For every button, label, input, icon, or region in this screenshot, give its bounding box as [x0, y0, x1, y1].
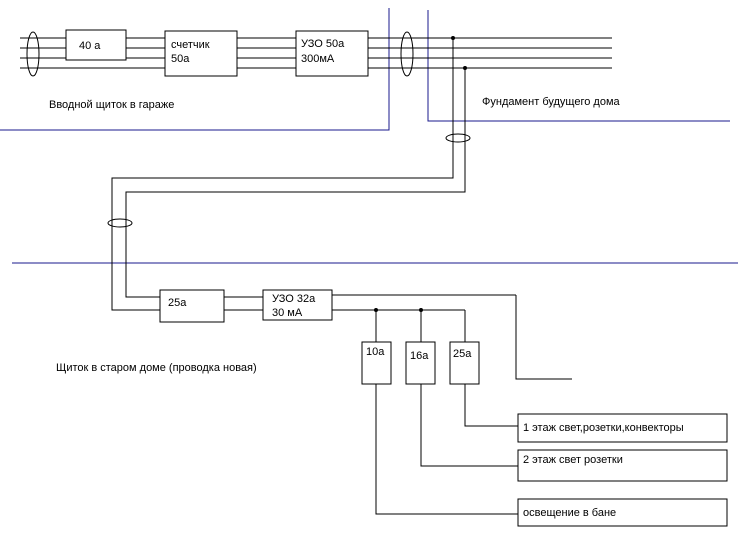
circuit-bath: освещение в бане	[517, 498, 728, 527]
rcd-32a: УЗО 32а 30 мА	[262, 289, 333, 321]
breaker-10a-label: 10а	[366, 346, 385, 358]
circuit-floor1: 1 этаж свет,розетки,конвекторы	[517, 413, 728, 443]
garage-panel-label: Вводной щиток в гараже	[49, 99, 174, 111]
meter-50a: счетчик 50а	[164, 30, 238, 77]
rcd50-label-1: УЗО 50а	[301, 38, 345, 50]
breaker-25a-circuit: 25а	[449, 341, 480, 385]
rcd32-label-2: 30 мА	[272, 307, 303, 319]
breaker-25a-circuit-label: 25а	[453, 348, 472, 360]
meter-label-1: счетчик	[171, 39, 210, 51]
junction-dot	[419, 308, 423, 312]
breaker-40a: 40 а	[65, 29, 127, 61]
breaker-25a-house: 25а	[159, 289, 225, 323]
circuit-bath-label: освещение в бане	[523, 507, 616, 519]
circuit-floor2-label: 2 этаж свет розетки	[523, 454, 623, 466]
breaker-10a: 10а	[361, 341, 392, 385]
breaker-25a-label: 25а	[168, 297, 187, 309]
cable-clamp-foundation	[445, 133, 471, 143]
boundary-lines	[0, 8, 738, 264]
cable-clamp-right	[400, 31, 414, 77]
cable-clamp-feeder	[107, 218, 133, 228]
garage-boundary	[0, 8, 390, 131]
house-wiring	[224, 294, 572, 515]
rcd50-label-2: 300мА	[301, 53, 335, 65]
foundation-boundary	[427, 10, 730, 122]
breaker-16a: 16а	[405, 341, 436, 385]
feeder-cable	[107, 38, 471, 311]
circuit-floor1-label: 1 этаж свет,розетки,конвекторы	[523, 422, 684, 434]
breaker-16a-label: 16а	[410, 350, 429, 362]
cable-clamp-left	[26, 31, 40, 77]
foundation-label: Фундамент будущего дома	[482, 96, 621, 108]
breaker-40a-label: 40 а	[79, 40, 101, 52]
rcd-50a: УЗО 50а 300мА	[295, 30, 369, 77]
old-house-panel-label: Щиток в старом доме (проводка новая)	[56, 362, 257, 374]
meter-label-2: 50а	[171, 53, 190, 65]
junction-dot	[374, 308, 378, 312]
rcd32-label-1: УЗО 32а	[272, 293, 316, 305]
circuit-floor2: 2 этаж свет розетки	[517, 449, 728, 482]
